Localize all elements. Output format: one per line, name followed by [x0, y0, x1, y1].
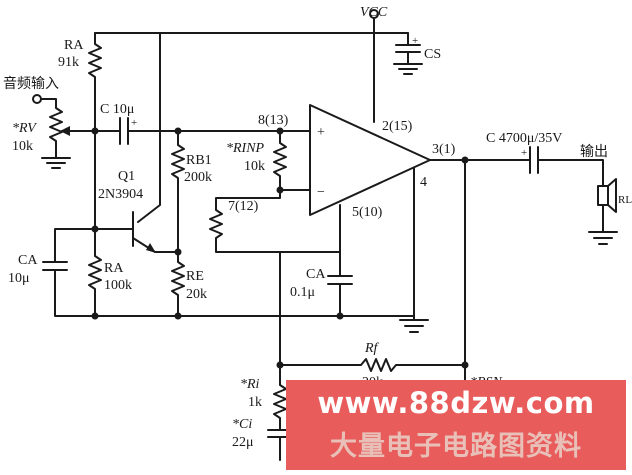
speaker-ground-icon [588, 231, 618, 245]
speaker-icon [597, 185, 609, 206]
re-resistor [171, 251, 185, 317]
rb1-name: RB1 [186, 153, 212, 168]
cs-ground-icon [393, 63, 423, 75]
rinp-value: 10k [244, 159, 265, 174]
c-input-capacitor [119, 117, 129, 145]
output-label: 输出 [580, 144, 608, 160]
rb1-value: 200k [184, 170, 212, 185]
rf-resistor [279, 159, 466, 372]
q1-name: Q1 [118, 169, 135, 184]
pin7-label: 7(12) [228, 199, 259, 214]
ca-left-value: 10μ [8, 271, 30, 286]
watermark-chinese: 大量电子电路图资料 [330, 431, 582, 462]
watermark-banner: www.88dzw.com 大量电子电路图资料 [286, 380, 626, 470]
c-input-plus: + [131, 117, 137, 129]
pin2-label: 2(15) [382, 119, 413, 134]
ra-top-resistor [88, 32, 102, 132]
audio-input-label: 音频输入 [3, 75, 59, 92]
c-output-capacitor [464, 146, 604, 187]
ci-name: *Ci [232, 417, 252, 432]
rinp-resistor [273, 130, 311, 191]
op-amp-triangle [309, 104, 431, 216]
rinp-name: *RINP [226, 141, 265, 156]
rv-ground-icon [41, 157, 71, 169]
rb1-resistor [171, 130, 185, 253]
audio-input-terminal [32, 94, 42, 104]
top-supply-rail [94, 21, 409, 34]
rv-potentiometer [40, 98, 63, 159]
c-input-label: C 10μ [100, 102, 134, 117]
opamp-minus: − [317, 185, 325, 200]
ra-top-name: RA [64, 38, 84, 53]
ca-mid-name: CA [306, 267, 326, 282]
pin4-label: 4 [420, 175, 427, 190]
ca-left-capacitor [42, 228, 96, 317]
pin4-ground-icon [399, 319, 429, 333]
rv-name: *RV [12, 121, 37, 136]
c-output-plus: + [521, 147, 527, 159]
ra-bottom-resistor [88, 130, 102, 317]
rl-label: RL [618, 194, 632, 206]
pin8-label: 8(13) [258, 113, 289, 128]
q1-part: 2N3904 [98, 187, 143, 202]
rv-value: 10k [12, 139, 33, 154]
re-name: RE [186, 269, 204, 284]
q1-collector-wire [137, 32, 161, 223]
speaker-cone [607, 178, 617, 213]
cs-plus: + [412, 35, 418, 47]
ca-left-name: CA [18, 253, 38, 268]
ra-bottom-name: RA [104, 261, 124, 276]
re-value: 20k [186, 287, 207, 302]
rf-name: Rf [364, 341, 380, 356]
pin5-label: 5(10) [352, 205, 383, 220]
cs-label: CS [424, 47, 441, 62]
cs-capacitor [395, 32, 421, 65]
ci-value: 22μ [232, 435, 254, 450]
ca-mid-capacitor [327, 251, 353, 317]
pin3-label: 3(1) [432, 142, 456, 157]
ca-mid-value: 0.1μ [290, 285, 315, 300]
c-output-label: C 4700μ/35V [486, 131, 562, 146]
q1-emitter-arrow-icon [146, 243, 156, 253]
vcc-label: VCC [360, 5, 388, 20]
opamp-plus: + [317, 125, 325, 140]
q1-emitter-wire [132, 237, 179, 253]
ri-name: *Ri [240, 377, 260, 392]
ri-value: 1k [248, 395, 262, 410]
ri-ci-branch [267, 364, 293, 461]
ra-top-value: 91k [58, 55, 79, 70]
ra-bottom-value: 100k [104, 278, 132, 293]
watermark-url: www.88dzw.com [317, 386, 595, 420]
wiper-arrow-icon [60, 126, 70, 136]
pin7-resistor [209, 189, 341, 253]
